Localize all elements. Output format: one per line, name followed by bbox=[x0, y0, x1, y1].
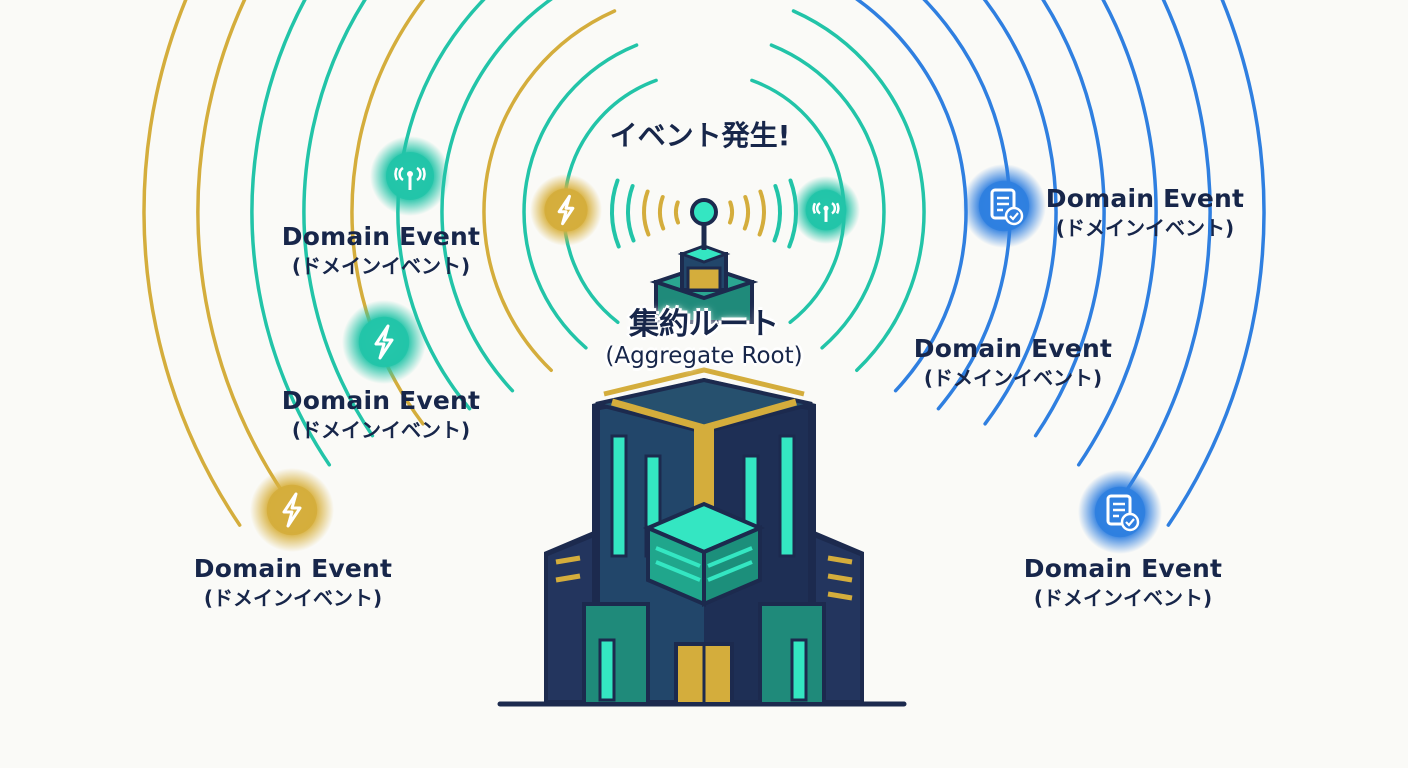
lightning-icon bbox=[342, 300, 426, 384]
event-title: Domain Event bbox=[281, 386, 481, 415]
signal-arc-right bbox=[728, 200, 734, 225]
document-check-icon bbox=[962, 164, 1046, 248]
event-subtitle: (ドメインイベント) bbox=[291, 418, 471, 442]
event-label-right-middle: Domain Event (ドメインイベント) bbox=[902, 334, 1124, 390]
signal-arc-left bbox=[522, 43, 639, 350]
event-label-left-top: Domain Event (ドメインイベント) bbox=[270, 222, 492, 278]
event-title: Domain Event bbox=[1045, 184, 1245, 213]
signal-arc-right bbox=[1076, 0, 1158, 467]
event-subtitle: (ドメインイベント) bbox=[923, 366, 1103, 390]
event-label-left-bottom: Domain Event (ドメインイベント) bbox=[182, 554, 404, 610]
event-subtitle: (ドメインイベント) bbox=[1055, 216, 1235, 240]
signal-arc-left bbox=[625, 184, 636, 243]
signal-arc-left bbox=[250, 0, 332, 467]
aggregate-root-label: 集約ルート (Aggregate Root) bbox=[580, 307, 828, 369]
event-title: Domain Event bbox=[193, 554, 393, 583]
event-label-left-middle: Domain Event (ドメインイベント) bbox=[270, 386, 492, 442]
event-title: Domain Event bbox=[281, 222, 481, 251]
signal-arc-right bbox=[772, 184, 783, 243]
aggregate-root-label-ja: 集約ルート bbox=[629, 307, 779, 342]
event-markers bbox=[250, 136, 1162, 554]
signal-arc-right bbox=[742, 195, 750, 231]
signal-arc-right bbox=[1166, 0, 1266, 527]
event-label-right-top: Domain Event (ドメインイベント) bbox=[1034, 184, 1256, 240]
signal-arc-right bbox=[769, 43, 886, 350]
signal-arc-right bbox=[1121, 0, 1212, 497]
event-fired-headline: イベント発生! bbox=[609, 119, 791, 152]
signal-arc-left bbox=[609, 178, 621, 249]
signal-arc-right bbox=[854, 0, 968, 393]
event-subtitle: (ドメインイベント) bbox=[1033, 586, 1213, 610]
aggregate-root-building bbox=[497, 198, 907, 707]
signal-arc-left bbox=[142, 0, 242, 527]
event-subtitle: (ドメインイベント) bbox=[291, 254, 471, 278]
lightning-icon bbox=[250, 468, 334, 552]
event-label-right-bottom: Domain Event (ドメインイベント) bbox=[1012, 554, 1234, 610]
signal-arc-right bbox=[982, 0, 1058, 426]
signal-arc-left bbox=[302, 0, 375, 438]
antenna-icon bbox=[370, 136, 450, 216]
antenna-icon bbox=[792, 176, 860, 244]
signal-arc-left bbox=[658, 195, 666, 231]
document-check-icon bbox=[1078, 470, 1162, 554]
signal-arc-left bbox=[642, 189, 651, 237]
aggregate-root-label-en: (Aggregate Root) bbox=[605, 342, 803, 369]
signal-arc-right bbox=[922, 0, 1012, 411]
event-subtitle: (ドメインイベント) bbox=[203, 586, 383, 610]
event-title: Domain Event bbox=[1023, 554, 1223, 583]
signal-arc-right bbox=[1033, 0, 1106, 438]
signal-arc-left bbox=[482, 9, 617, 373]
signal-arc-right bbox=[757, 189, 766, 237]
event-title: Domain Event bbox=[913, 334, 1113, 363]
lightning-icon bbox=[530, 174, 602, 246]
signal-arc-left bbox=[674, 200, 680, 225]
signal-arc-right bbox=[791, 9, 926, 373]
signal-arc-left bbox=[196, 0, 287, 497]
